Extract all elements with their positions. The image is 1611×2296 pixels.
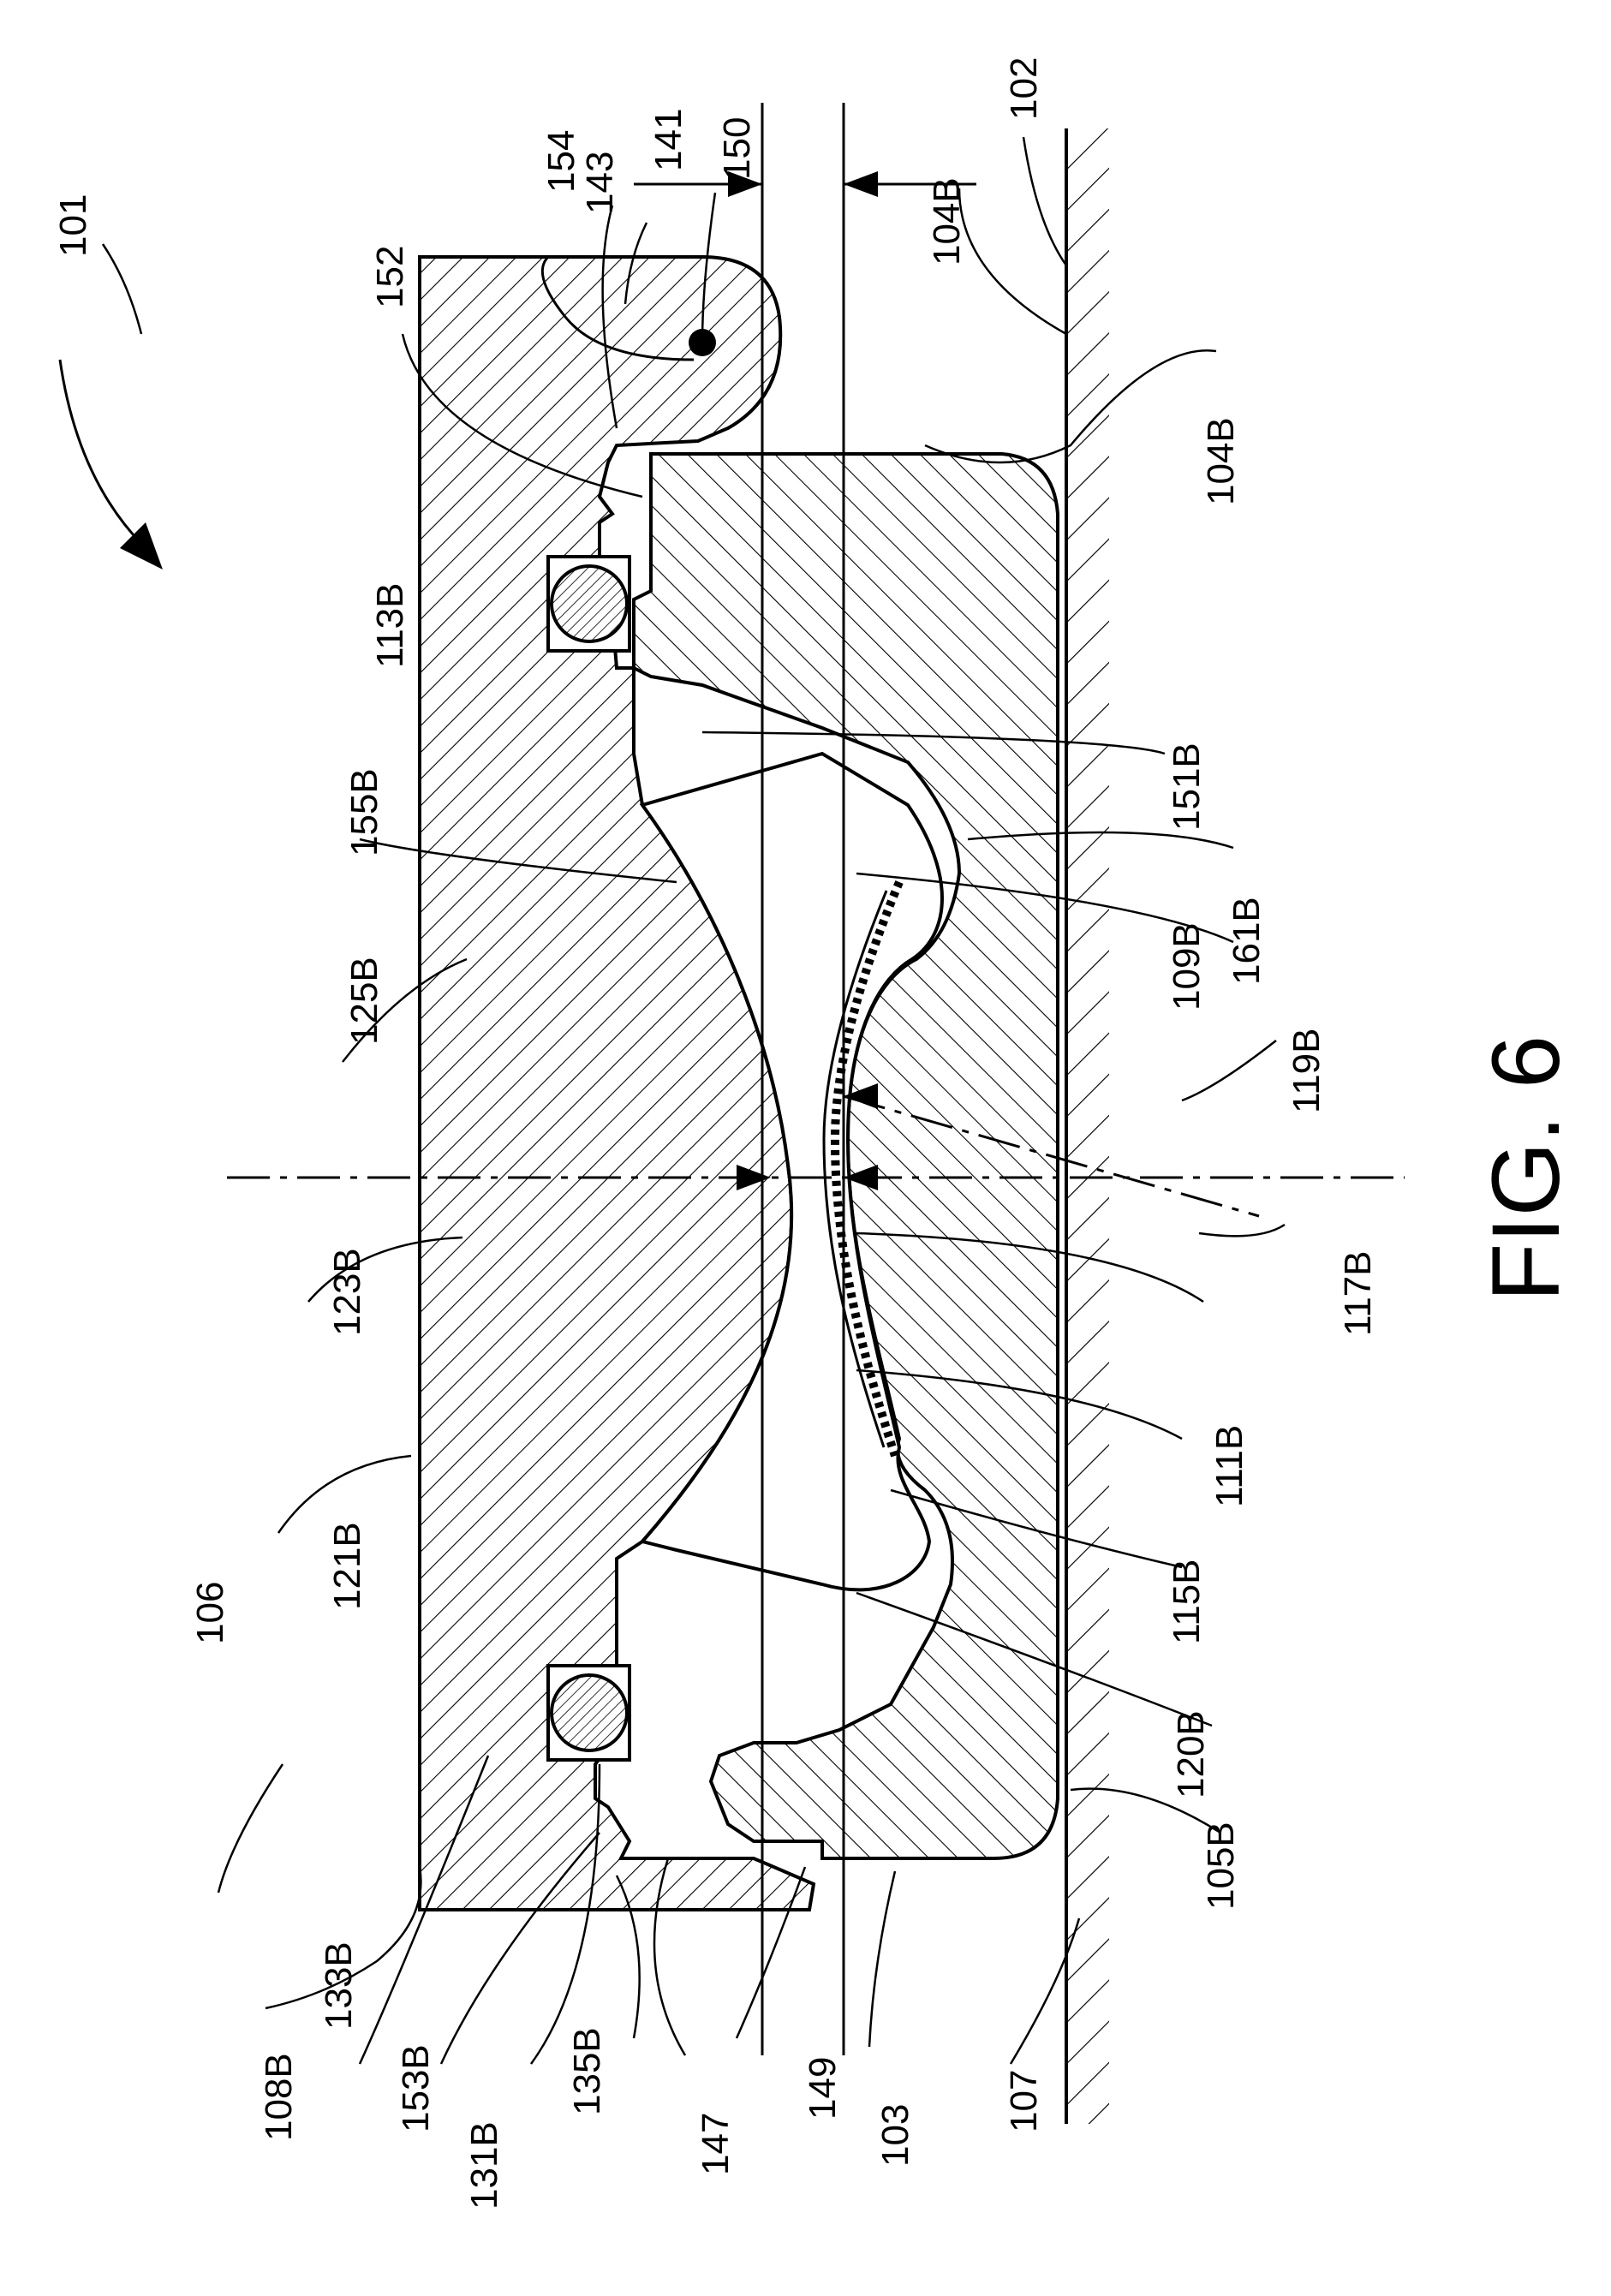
label-109b: 109B [1166, 922, 1208, 1011]
assembly-arrowhead [120, 522, 163, 570]
label-111b: 111B [1208, 1425, 1250, 1507]
label-107: 107 [1003, 2070, 1045, 2132]
label-121b: 121B [326, 1522, 368, 1610]
label-141: 141 [647, 109, 689, 171]
label-135b: 135B [566, 2027, 608, 2115]
label-151b: 151B [1166, 742, 1208, 831]
label-101: 101 [52, 194, 94, 257]
label-120b: 120B [1170, 1710, 1212, 1798]
label-102: 102 [1003, 57, 1045, 120]
label-154: 154 [540, 130, 582, 193]
label-103: 103 [874, 2104, 916, 2167]
label-150: 150 [716, 117, 758, 180]
label-105b: 105B [1200, 1822, 1242, 1910]
label-113b: 113B [369, 583, 411, 669]
label-125b: 125B [343, 957, 385, 1045]
label-104b-right: 104B [1200, 417, 1242, 505]
label-143: 143 [579, 152, 621, 214]
label-119b: 119B [1286, 1029, 1328, 1114]
label-153b: 153B [395, 2044, 437, 2132]
assembly-arrow-101 [60, 360, 146, 548]
label-147: 147 [695, 2113, 737, 2175]
label-104b-top: 104B [926, 177, 968, 265]
figure-title: FIG. 6 [1472, 1035, 1579, 1302]
label-106: 106 [189, 1582, 231, 1644]
label-161b: 161B [1226, 897, 1268, 985]
label-117b: 117B [1337, 1251, 1379, 1337]
label-108b: 108B [258, 2053, 300, 2141]
label-133b: 133B [318, 1941, 360, 2030]
label-152: 152 [369, 246, 411, 308]
label-149: 149 [802, 2057, 844, 2120]
label-123b: 123B [326, 1248, 368, 1336]
dimension-150 [634, 171, 976, 197]
ground-surface [1066, 128, 1109, 2124]
label-155b: 155B [343, 768, 385, 856]
label-131b: 131B [463, 2121, 505, 2210]
seal-ring-left [548, 1666, 629, 1760]
seal-ring-right [548, 557, 629, 651]
label-115b: 115B [1166, 1559, 1208, 1645]
